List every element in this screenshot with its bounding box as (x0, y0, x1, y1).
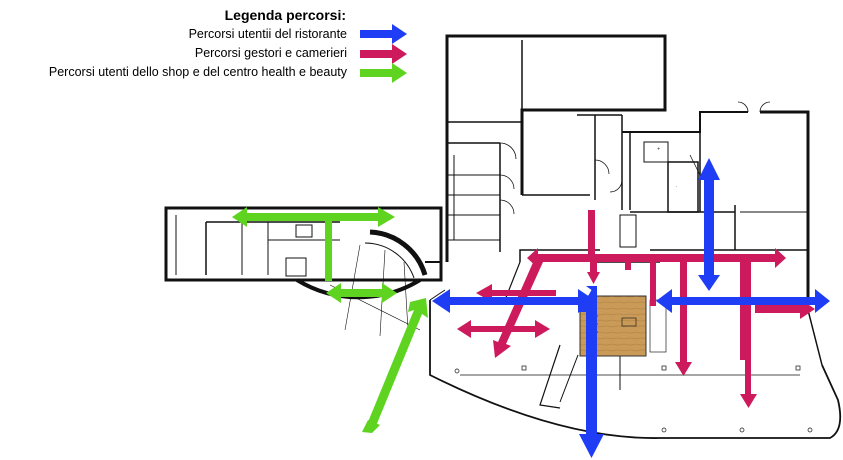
room-label-a: + (657, 146, 660, 151)
room-label-b: · (676, 184, 677, 189)
legend-label-staff: Percorsi gestori e camerieri (194, 46, 347, 60)
shop-user-routes (232, 207, 428, 433)
legend-label-restaurant-users: Percorsi utentii del ristorante (188, 27, 347, 41)
legend-label-shop-users: Percorsi utenti dello shop e del centro … (48, 65, 347, 79)
building-walls (164, 34, 842, 439)
blue-arrow-icon (360, 24, 407, 44)
crimson-arrow-icon (360, 44, 407, 64)
green-arrow-icon (360, 63, 407, 83)
legend-title: Legenda percorsi: (224, 7, 346, 23)
restaurant-user-routes (432, 158, 830, 458)
